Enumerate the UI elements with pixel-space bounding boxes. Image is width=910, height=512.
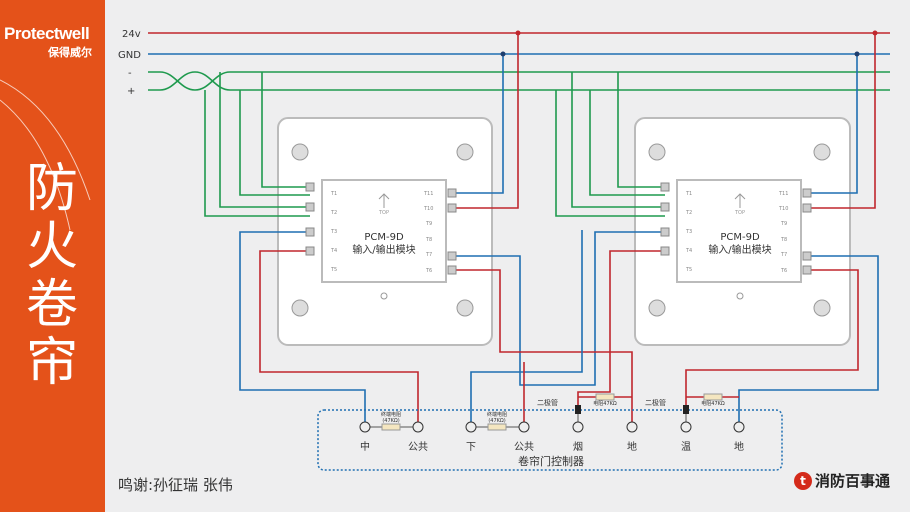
bus-lines	[148, 32, 890, 91]
terminal-label: 温	[681, 441, 691, 453]
terminal-label: T5	[330, 267, 337, 273]
bus-minus	[148, 71, 890, 91]
terminal-label: T8	[780, 237, 787, 243]
terminal-label: T1	[330, 191, 337, 197]
terminal-label: T3	[685, 229, 692, 235]
terminal-label: T7	[780, 252, 787, 258]
terminal-label: T9	[425, 221, 432, 227]
eol-resistor-value: (47KΩ)	[488, 418, 505, 424]
terminal-label: T10	[778, 206, 788, 212]
eol-resistor-label: 终端电阻	[487, 411, 507, 418]
terminal-label: T8	[425, 237, 432, 243]
terminal-label: 地	[627, 440, 637, 453]
terminal-label: T6	[425, 268, 432, 274]
connectors	[305, 182, 812, 275]
terminal-label: T7	[425, 252, 432, 258]
terminal-label: T6	[780, 268, 787, 274]
terminal-label: T10	[423, 206, 433, 212]
logo-text: 消防百事通	[815, 472, 891, 490]
eol-resistor-label: 终端电阻	[381, 411, 401, 418]
terminal-label: 烟	[573, 440, 583, 453]
page-title: 防火卷帘	[25, 159, 78, 393]
arrow-up-icon	[378, 193, 390, 208]
module-desc: 输入/输出模块	[352, 243, 415, 256]
terminal-label: T11	[423, 191, 433, 197]
terminal-label: T4	[685, 248, 692, 254]
sidebar: Protectwell 保得威尔 防火卷帘	[0, 0, 105, 512]
terminal-label: 公共	[514, 441, 534, 453]
terminal-label: T2	[685, 210, 692, 216]
terminal-label: T1	[685, 191, 692, 197]
bus-label-24v: 24v	[122, 29, 141, 40]
diode-icon	[575, 405, 581, 414]
brand-logo-cn: 保得威尔	[48, 46, 92, 59]
terminal-label: T3	[330, 229, 337, 235]
terminal-label: T11	[778, 191, 788, 197]
bus-label-plus: +	[127, 86, 135, 97]
diode-label: 二极管	[645, 398, 666, 407]
resistor-label: 电阻47KΩ	[593, 400, 617, 407]
decorative-curves	[0, 79, 91, 231]
top-label: TOP	[734, 210, 745, 216]
resistor-icon	[381, 423, 401, 431]
diode-icon	[683, 405, 689, 414]
resistor-icon	[487, 423, 507, 431]
footer-logo: t 消防百事通	[794, 470, 890, 491]
module-model: PCM-9D	[364, 232, 404, 243]
terminal-label: T5	[685, 267, 692, 273]
brand-logo: Protectwell	[4, 24, 90, 43]
module-model: PCM-9D	[720, 232, 760, 243]
wires	[204, 33, 879, 427]
terminal-label: T9	[780, 221, 787, 227]
resistor-icon	[703, 393, 723, 401]
bus-label-minus: -	[128, 68, 132, 79]
terminal-label: 公共	[408, 441, 428, 453]
resistor-icon	[595, 393, 615, 401]
controller-title: 卷帘门控制器	[518, 454, 584, 468]
terminal-label: 下	[466, 442, 476, 453]
terminal-label: 中	[360, 440, 370, 453]
module-2: PCM-9D 输入/输出模块 TOP T1 T2 T3 T4 T5 T11 T1…	[634, 117, 851, 346]
diode-label: 二极管	[537, 398, 558, 407]
terminal-label: T4	[330, 248, 337, 254]
resistor-label: 电阻47KΩ	[701, 400, 725, 407]
top-label: TOP	[378, 210, 389, 216]
credit-text: 鸣谢:孙征瑞 张伟	[118, 476, 233, 494]
arrow-up-icon	[734, 193, 746, 208]
controller: 终端电阻 (47KΩ) 终端电阻 (47KΩ) 电阻47KΩ 电阻47KΩ 二极…	[317, 393, 783, 471]
eol-resistor-value: (47KΩ)	[382, 418, 399, 424]
terminal-label: T2	[330, 210, 337, 216]
terminal-label: 地	[734, 440, 744, 453]
logo-icon: t	[794, 471, 812, 490]
bus-label-gnd: GND	[118, 50, 141, 61]
module-1: PCM-9D 输入/输出模块 TOP T1 T2 T3 T4 T5 T11 T1…	[277, 117, 493, 346]
junction-dots	[500, 30, 878, 57]
module-desc: 输入/输出模块	[708, 243, 771, 256]
bus-plus	[148, 71, 890, 91]
